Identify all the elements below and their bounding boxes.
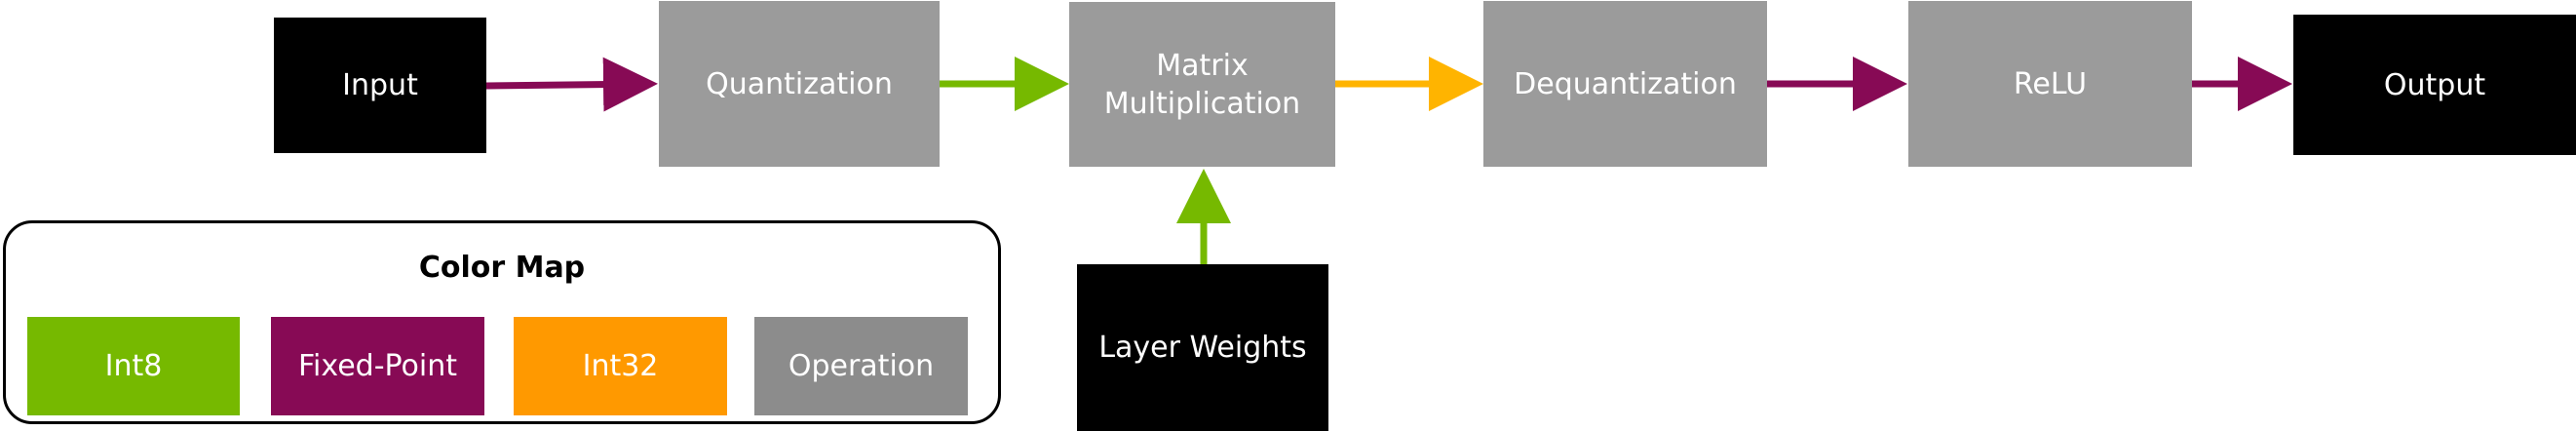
legend-swatch-fixed-point: Fixed-Point — [271, 317, 484, 415]
node-relu: ReLU — [1908, 1, 2192, 167]
node-dequantization: Dequantization — [1483, 1, 1767, 167]
node-input: Input — [274, 18, 486, 153]
legend-title: Color Map — [418, 251, 586, 285]
node-quantization: Quantization — [659, 1, 940, 167]
color-map-legend: Color Map Int8 Fixed-Point Int32 Operati… — [3, 220, 1001, 424]
arrow-input-to-quantization — [485, 57, 658, 112]
legend-swatch-operation: Operation — [754, 317, 968, 415]
node-matrix-multiplication: Matrix Multiplication — [1069, 2, 1335, 167]
legend-swatch-int8: Int8 — [27, 317, 240, 415]
node-output: Output — [2293, 15, 2576, 155]
node-layer-weights: Layer Weights — [1077, 264, 1328, 431]
legend-swatch-int32: Int32 — [514, 317, 727, 415]
